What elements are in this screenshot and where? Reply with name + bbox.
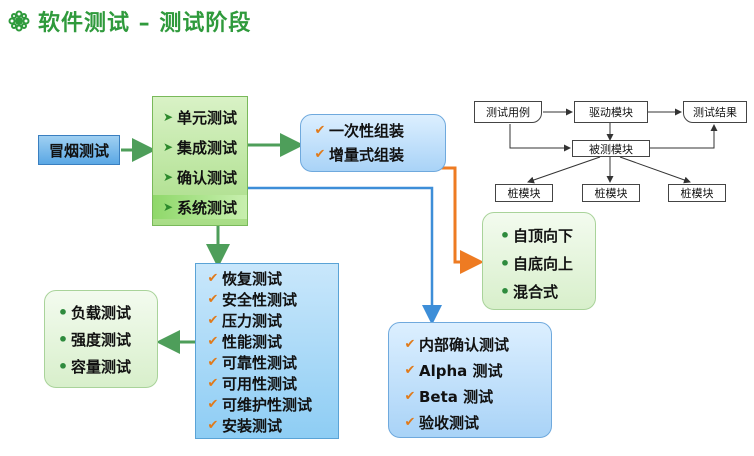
system-test-item: ✔安全性测试 bbox=[204, 289, 338, 310]
arrow-bullet-icon: ➤ bbox=[162, 200, 174, 214]
system-test-item: ✔恢复测试 bbox=[204, 268, 338, 289]
module-under-test-node: 被测模块 bbox=[572, 140, 650, 157]
incremental-item: •混合式 bbox=[497, 279, 595, 303]
test-phases-box: ➤单元测试 ➤集成测试 ➤确认测试 ➤系统测试 bbox=[152, 96, 248, 226]
check-icon: ✔ bbox=[314, 146, 326, 162]
check-icon: ✔ bbox=[207, 397, 219, 412]
integration-item: ✔一次性组装 bbox=[311, 118, 445, 142]
stub-module-node: 桩模块 bbox=[582, 184, 640, 202]
arrow-incremental bbox=[345, 166, 484, 274]
arrow-bullet-icon: ➤ bbox=[162, 170, 174, 184]
performance-item: •强度测试 bbox=[55, 326, 157, 353]
acceptance-tests-box: ✔内部确认测试 ✔Alpha 测试 ✔Beta 测试 ✔验收测试 bbox=[388, 322, 552, 438]
page-title: 软件测试 – 测试阶段 bbox=[38, 11, 252, 36]
bullet-dot-icon: • bbox=[499, 225, 511, 245]
integration-item: ✔增量式组装 bbox=[311, 142, 445, 166]
smoke-test-label: 冒烟测试 bbox=[48, 141, 109, 160]
system-test-item: ✔可维护性测试 bbox=[204, 394, 338, 415]
acceptance-item: ✔Alpha 测试 bbox=[401, 357, 551, 383]
bullet-dot-icon: • bbox=[57, 330, 69, 349]
phase-item: ➤单元测试 bbox=[153, 105, 247, 129]
stub-module-node: 桩模块 bbox=[668, 184, 726, 202]
title-row: 软件测试 – 测试阶段 bbox=[8, 4, 251, 38]
system-test-item: ✔压力测试 bbox=[204, 310, 338, 331]
check-icon: ✔ bbox=[207, 334, 219, 349]
system-test-item: ✔安装测试 bbox=[204, 415, 338, 436]
check-icon: ✔ bbox=[404, 362, 416, 378]
incremental-item: •自顶向下 bbox=[497, 223, 595, 247]
acceptance-item: ✔Beta 测试 bbox=[401, 383, 551, 409]
check-icon: ✔ bbox=[314, 122, 326, 138]
test-result-node: 测试结果 bbox=[683, 101, 747, 123]
check-icon: ✔ bbox=[404, 336, 416, 352]
arrow-bullet-icon: ➤ bbox=[162, 140, 174, 154]
check-icon: ✔ bbox=[404, 414, 416, 430]
incremental-item: •自底向上 bbox=[497, 251, 595, 275]
system-tests-box: ✔恢复测试 ✔安全性测试 ✔压力测试 ✔性能测试 ✔可靠性测试 ✔可用性测试 ✔… bbox=[195, 263, 339, 439]
check-icon: ✔ bbox=[207, 271, 219, 286]
system-test-item: ✔可靠性测试 bbox=[204, 352, 338, 373]
driver-module-node: 驱动模块 bbox=[574, 101, 648, 123]
phase-item-selected: ➤系统测试 bbox=[153, 195, 247, 219]
arrow-confirmation bbox=[238, 186, 442, 325]
system-test-item: ✔性能测试 bbox=[204, 331, 338, 352]
flower-icon bbox=[8, 10, 30, 32]
test-case-node: 测试用例 bbox=[474, 101, 542, 123]
bullet-dot-icon: • bbox=[499, 253, 511, 273]
bullet-dot-icon: • bbox=[499, 281, 511, 301]
performance-item: •负载测试 bbox=[55, 299, 157, 326]
system-test-item: ✔可用性测试 bbox=[204, 373, 338, 394]
stub-module-node: 桩模块 bbox=[495, 184, 553, 202]
acceptance-item: ✔验收测试 bbox=[401, 409, 551, 435]
performance-tests-box: •负载测试 •强度测试 •容量测试 bbox=[44, 290, 158, 388]
check-icon: ✔ bbox=[207, 292, 219, 307]
arrow-bullet-icon: ➤ bbox=[162, 110, 174, 124]
bullet-dot-icon: • bbox=[57, 357, 69, 376]
smoke-test-box: 冒烟测试 bbox=[38, 135, 120, 165]
check-icon: ✔ bbox=[404, 388, 416, 404]
incremental-methods-box: •自顶向下 •自底向上 •混合式 bbox=[482, 212, 596, 310]
check-icon: ✔ bbox=[207, 355, 219, 370]
bullet-dot-icon: • bbox=[57, 303, 69, 322]
check-icon: ✔ bbox=[207, 418, 219, 433]
performance-item: •容量测试 bbox=[55, 353, 157, 380]
check-icon: ✔ bbox=[207, 313, 219, 328]
integration-box: ✔一次性组装 ✔增量式组装 bbox=[300, 114, 446, 172]
phase-item: ➤确认测试 bbox=[153, 165, 247, 189]
check-icon: ✔ bbox=[207, 376, 219, 391]
phase-item: ➤集成测试 bbox=[153, 135, 247, 159]
acceptance-item: ✔内部确认测试 bbox=[401, 331, 551, 357]
